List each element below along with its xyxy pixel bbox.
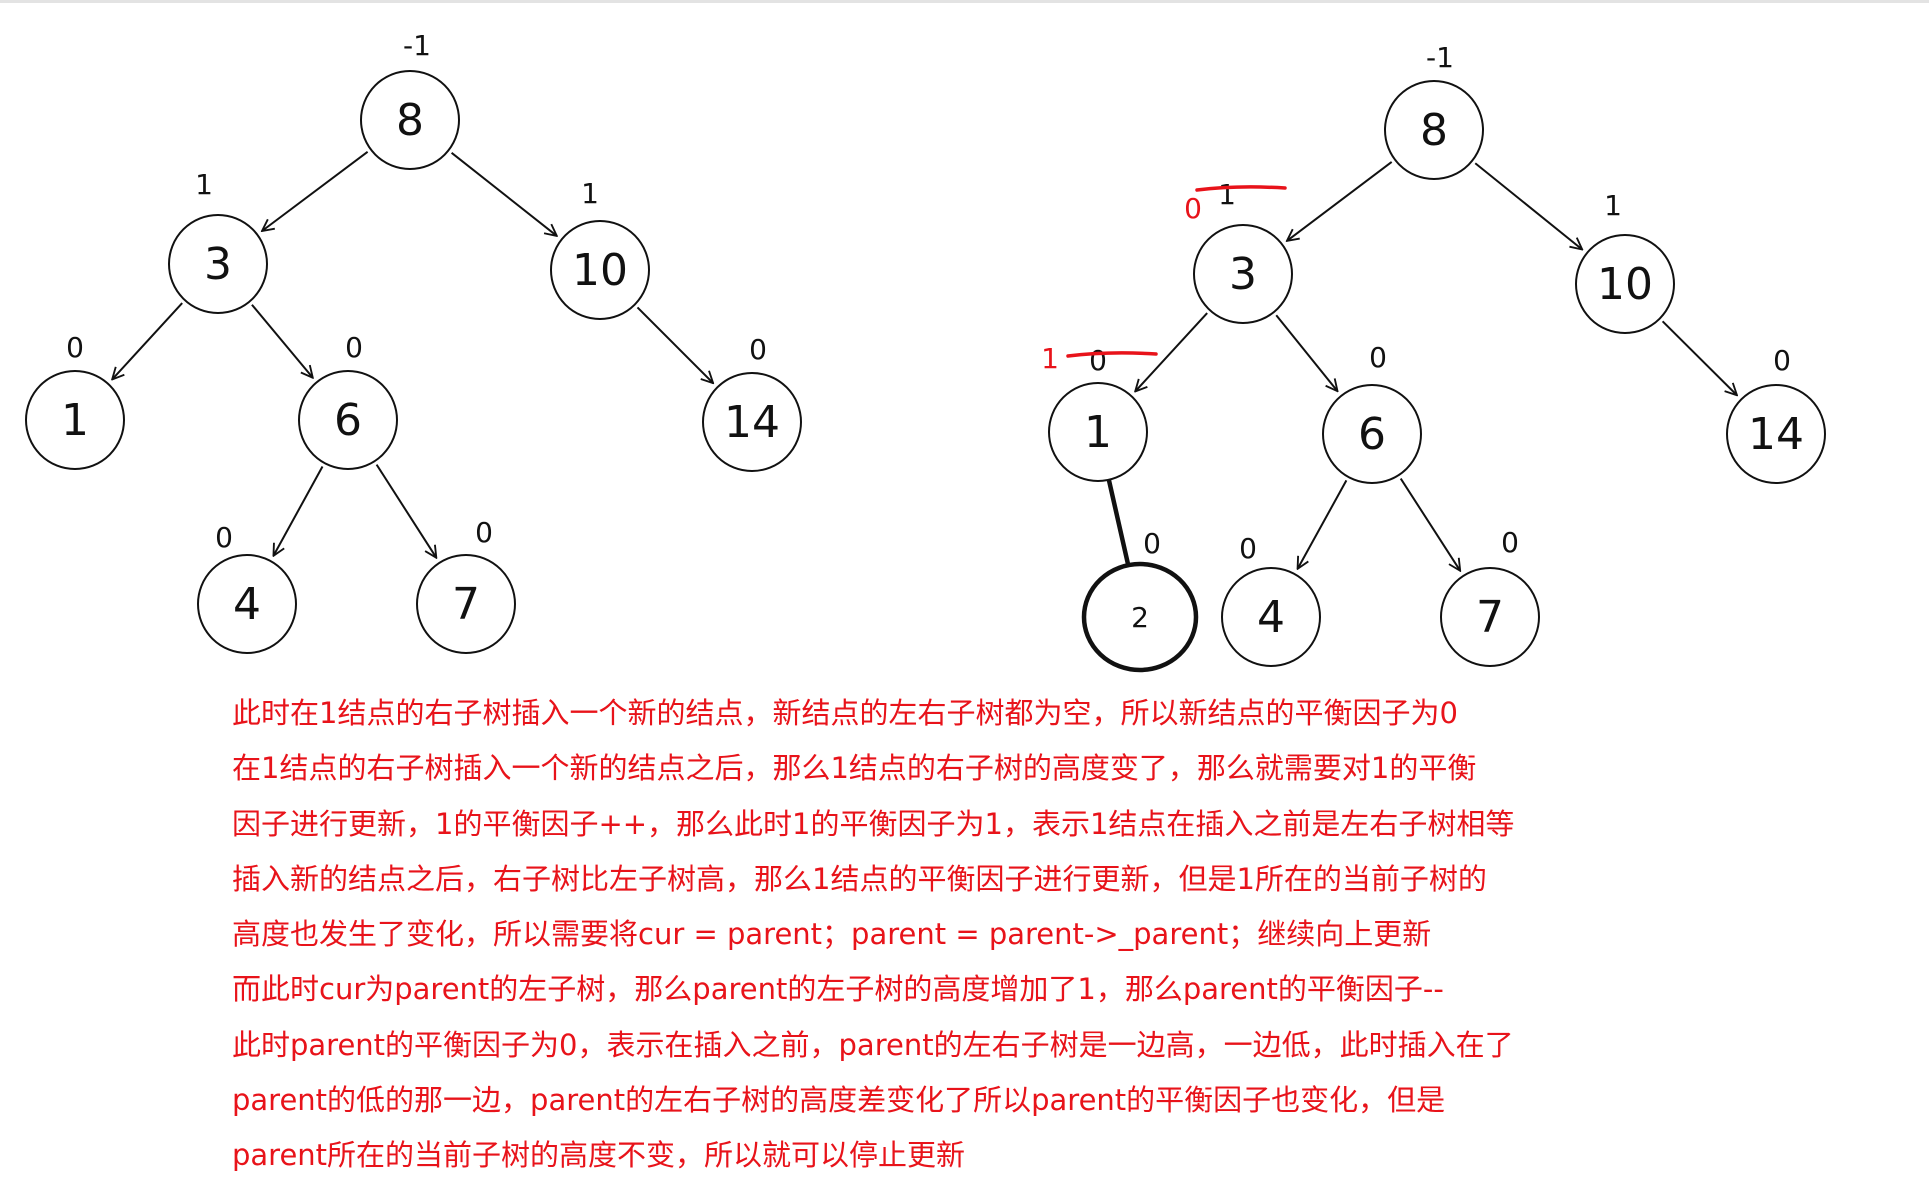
edge-10-14 — [636, 306, 713, 383]
edge-6-7 — [375, 464, 437, 558]
explanation-notes: 此时在1结点的右子树插入一个新的结点，新结点的左右子树都为空，所以新结点的平衡因… — [232, 686, 1912, 1184]
balance-factor: 0 — [66, 331, 84, 364]
node-circle — [550, 220, 650, 320]
node-circle-inserted — [1081, 561, 1199, 673]
node-circle — [360, 70, 460, 170]
node-label: 8 — [1420, 105, 1448, 156]
edge-8-3 — [262, 151, 369, 231]
balance-factor: 1 — [195, 168, 213, 201]
node-label: 3 — [204, 239, 232, 290]
node-circle — [1384, 80, 1484, 180]
balance-factor: 0 — [1089, 344, 1107, 377]
balance-factor: 0 — [1773, 344, 1791, 377]
balance-factor: 0 — [1369, 341, 1387, 374]
node-circle — [1048, 382, 1148, 482]
node-circle — [197, 554, 297, 654]
note-line: 高度也发生了变化，所以需要将cur = parent；parent = pare… — [232, 917, 1432, 952]
edge-3-6 — [251, 304, 313, 378]
note-line: 此时在1结点的右子树插入一个新的结点，新结点的左右子树都为空，所以新结点的平衡因… — [232, 696, 1458, 730]
node-label: 1 — [1084, 407, 1112, 458]
node-label: 1 — [61, 395, 89, 446]
node-circle — [702, 372, 802, 472]
note-line: 而此时cur为parent的左子树，那么parent的左子树的高度增加了1，那么… — [232, 972, 1444, 1007]
node-label: 3 — [1229, 249, 1257, 300]
edge-6-4 — [273, 465, 324, 555]
balance-factor-updated: 1 — [1041, 342, 1059, 375]
balance-factor: 1 — [1218, 178, 1236, 211]
node-circle — [25, 370, 125, 470]
node-circle — [168, 214, 268, 314]
node-circle — [1322, 384, 1422, 484]
node-label: 7 — [452, 579, 480, 630]
balance-factor-updated: 0 — [1184, 192, 1202, 225]
note-line: 因子进行更新，1的平衡因子++，那么此时1的平衡因子为1，表示1结点在插入之前是… — [232, 806, 1515, 841]
note-line: parent的低的那一边，parent的左右子树的高度差变化了所以parent的… — [232, 1083, 1446, 1118]
balance-factor: 1 — [1604, 189, 1622, 222]
edge-8-3 — [1287, 161, 1393, 241]
node-circle — [1440, 567, 1540, 667]
edge-8-10 — [450, 152, 557, 236]
node-label: 10 — [1597, 259, 1653, 310]
note-line: parent所在的当前子树的高度不变，所以就可以停止更新 — [232, 1138, 966, 1173]
edge-3-1 — [1135, 312, 1208, 391]
edge-10-14 — [1661, 320, 1737, 395]
edge-6-4 — [1298, 479, 1348, 568]
note-line: 此时parent的平衡因子为0，表示在插入之前，parent的左右子树是一边高，… — [232, 1027, 1514, 1062]
balance-factor: -1 — [1426, 41, 1454, 74]
edge-8-10 — [1474, 162, 1582, 249]
node-circle — [416, 554, 516, 654]
node-circle — [298, 370, 398, 470]
balance-factor: 0 — [215, 521, 233, 554]
balance-factor: 0 — [345, 331, 363, 364]
balance-factor: 0 — [1239, 532, 1257, 565]
node-label: 4 — [1257, 592, 1285, 643]
node-circle — [1193, 224, 1293, 324]
balance-factor: 1 — [581, 177, 599, 210]
balance-factor: 0 — [749, 333, 767, 366]
node-label: 8 — [396, 95, 424, 146]
edge-3-1 — [112, 302, 183, 379]
node-circle — [1221, 567, 1321, 667]
node-label: 7 — [1476, 592, 1504, 643]
balance-factor: 0 — [475, 516, 493, 549]
node-label: 14 — [724, 397, 780, 448]
edge-1-2 — [1106, 477, 1131, 566]
note-line: 插入新的结点之后，右子树比左子树高，那么1结点的平衡因子进行更新，但是1所在的当… — [232, 861, 1487, 896]
node-label: 6 — [334, 395, 362, 446]
edge-6-7 — [1399, 478, 1460, 571]
strike-mark — [1066, 351, 1158, 358]
node-circle — [1575, 234, 1675, 334]
strike-mark — [1195, 185, 1287, 192]
node-label: 14 — [1748, 409, 1804, 460]
node-label: 4 — [233, 579, 261, 630]
balance-factor: 0 — [1501, 526, 1519, 559]
edge-3-6 — [1275, 314, 1337, 391]
node-circle — [1726, 384, 1826, 484]
balance-factor: -1 — [403, 29, 431, 62]
balance-factor: 0 — [1143, 527, 1161, 560]
top-border — [0, 0, 1929, 3]
node-label: 6 — [1358, 409, 1386, 460]
note-line: 在1结点的右子树插入一个新的结点之后，那么1结点的右子树的高度变了，那么就需要对… — [232, 751, 1477, 786]
node-label: 10 — [572, 245, 628, 296]
node-label: 2 — [1131, 601, 1149, 634]
